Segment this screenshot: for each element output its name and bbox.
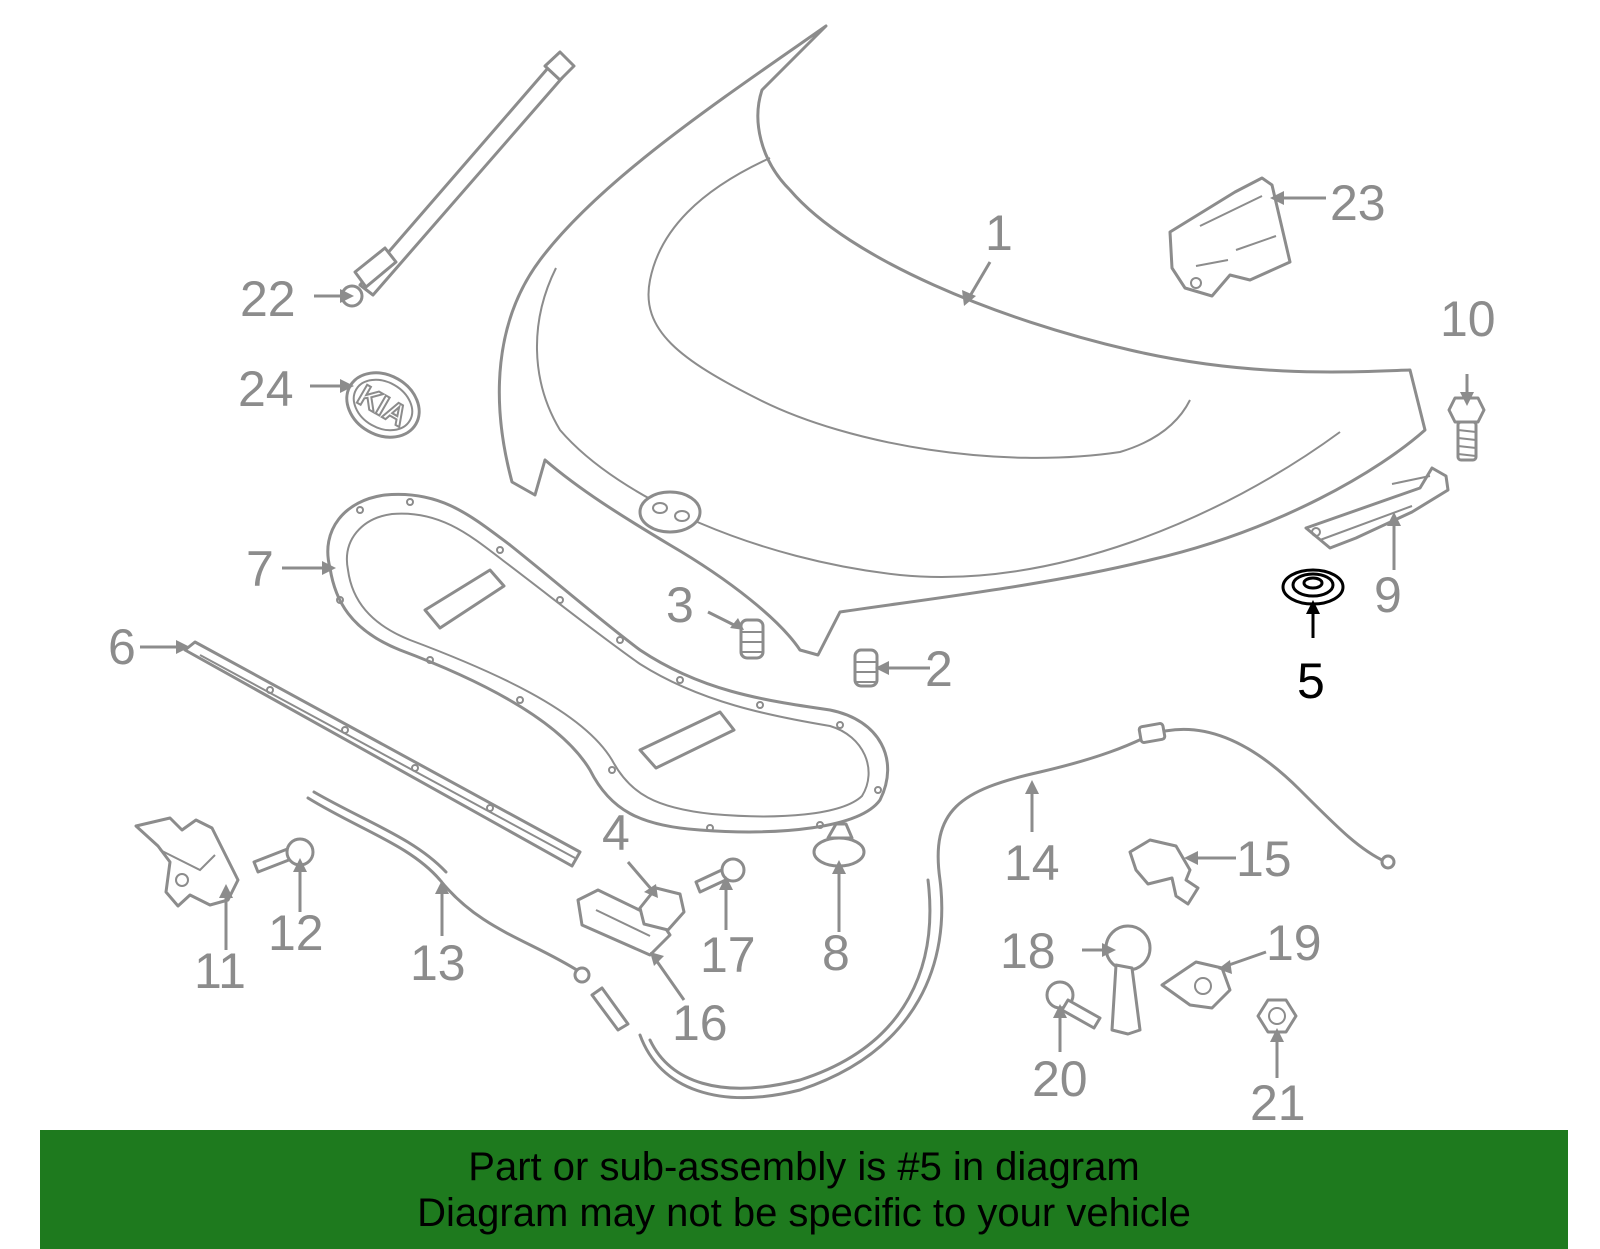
part-15-cable-bracket xyxy=(1128,838,1200,906)
part-2-hood-bumper xyxy=(853,648,879,688)
callout-4: 4 xyxy=(602,805,630,861)
part-6-hood-weatherstrip xyxy=(183,640,582,868)
callout-24: 24 xyxy=(238,361,294,417)
part-17-bolt xyxy=(694,857,746,894)
callout-16: 16 xyxy=(672,995,728,1051)
callout-18: 18 xyxy=(1000,923,1056,979)
part-19-release-lever xyxy=(1160,960,1232,1010)
part-11-hood-latch xyxy=(134,816,240,908)
callout-19: 19 xyxy=(1266,915,1322,971)
part-8-push-clip xyxy=(812,822,866,868)
part-24-kia-emblem: KIA xyxy=(345,371,421,439)
part-16-latch-bracket xyxy=(576,888,672,957)
callout-3: 3 xyxy=(666,577,694,633)
callout-13: 13 xyxy=(410,935,466,991)
callout-9: 9 xyxy=(1374,567,1402,623)
callout-21: 21 xyxy=(1250,1075,1306,1131)
part-22-hood-lift-support xyxy=(340,50,576,308)
callout-17: 17 xyxy=(700,927,756,983)
part-12-bolt xyxy=(252,837,315,874)
part-13-release-cable xyxy=(306,790,630,1032)
callout-6: 6 xyxy=(108,619,136,675)
part-10-hood-hinge-bolt xyxy=(1447,396,1486,462)
part-5-grommet xyxy=(1281,568,1345,606)
callout-11: 11 xyxy=(194,943,246,999)
info-banner: Part or sub-assembly is #5 in diagram Di… xyxy=(40,1130,1568,1249)
arrowheads xyxy=(176,191,1474,1042)
callout-2: 2 xyxy=(925,641,953,697)
callout-labels: 1 2 3 4 5 6 7 8 9 10 11 12 13 14 15 16 1… xyxy=(108,175,1496,1131)
banner-line-1: Part or sub-assembly is #5 in diagram xyxy=(468,1145,1140,1189)
part-1-hood-panel xyxy=(497,24,1427,657)
callout-7: 7 xyxy=(246,541,274,597)
callout-15: 15 xyxy=(1236,831,1292,887)
callout-10: 10 xyxy=(1440,291,1496,347)
part-23-hood-bracket xyxy=(1168,176,1292,298)
callout-8: 8 xyxy=(822,925,850,981)
callout-5: 5 xyxy=(1297,653,1325,709)
callout-1: 1 xyxy=(985,205,1013,261)
banner-line-2: Diagram may not be specific to your vehi… xyxy=(417,1191,1191,1235)
part-18-release-handle xyxy=(1104,924,1152,1036)
callout-20: 20 xyxy=(1032,1051,1088,1107)
part-4-hood-latch-cover xyxy=(638,886,686,932)
part-9-hood-hinge xyxy=(1304,466,1450,550)
callout-23: 23 xyxy=(1330,175,1386,231)
part-7-hood-insulator xyxy=(326,492,890,834)
part-3-hood-bumper xyxy=(739,618,765,660)
callout-22: 22 xyxy=(240,271,296,327)
part-14-hood-release-cable xyxy=(638,722,1396,1100)
callout-12: 12 xyxy=(268,905,324,961)
part-21-nut xyxy=(1256,998,1298,1034)
part-20-bolt xyxy=(1045,980,1102,1030)
callout-14: 14 xyxy=(1004,835,1060,891)
